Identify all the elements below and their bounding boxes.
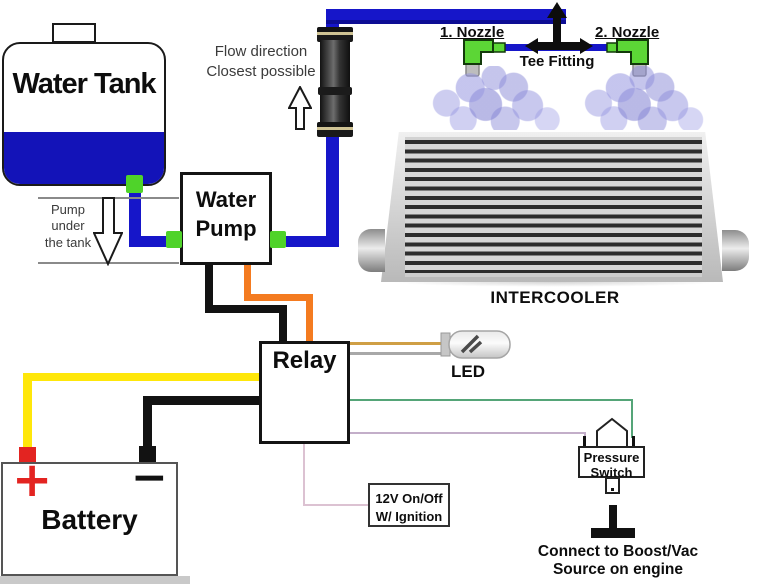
boost-note-line: Connect to Boost/Vac — [537, 543, 699, 560]
ignition-box: 12V On/Off W/ Ignition — [368, 483, 450, 527]
wire-segment — [303, 504, 369, 506]
relay-label: Relay — [272, 347, 337, 374]
wire-segment — [279, 305, 287, 343]
battery-shadow — [0, 576, 190, 584]
intercooler-core — [405, 137, 702, 277]
water-pump-box: Water Pump — [180, 172, 272, 265]
wire-segment — [205, 305, 287, 313]
spray-mist-left — [424, 66, 564, 130]
led-lead-gray — [350, 352, 442, 355]
water-pump-label-line: Pump — [195, 215, 257, 241]
wire-segment — [631, 399, 633, 438]
tee-fitting-label: Tee Fitting — [519, 53, 595, 70]
switch-roof — [596, 417, 628, 448]
water-tank: Water Tank — [2, 42, 166, 186]
valve-ring — [318, 87, 352, 95]
boost-tee-icon — [609, 505, 617, 532]
intercooler-pipe-right — [722, 230, 749, 271]
tee-fitting-icon — [525, 2, 593, 54]
boost-tee-icon-bar — [591, 528, 635, 538]
flow-note-line: Flow direction — [214, 43, 308, 60]
top-pipe — [326, 9, 566, 24]
led-lead-orange — [350, 342, 442, 345]
intercooler-label: INTERCOOLER — [490, 288, 620, 307]
battery-box: Battery — [1, 462, 178, 576]
nozzle2-label: 2. Nozzle — [595, 24, 660, 41]
tube-tank-to-pump — [129, 236, 173, 247]
boost-note: Connect to Boost/Vac Source on engine — [518, 543, 718, 580]
battery-minus-symbol: − — [131, 452, 168, 503]
pump-note-line: Pump — [51, 202, 85, 217]
wire-segment — [303, 444, 305, 506]
pump-note-line: the tank — [44, 234, 92, 250]
wire-segment — [350, 432, 586, 434]
valve-body — [320, 40, 350, 124]
battery-label: Battery — [41, 504, 138, 535]
battery-plus-symbol: + — [12, 452, 53, 508]
valve-bottom-collet — [317, 122, 353, 137]
intercooler-shadow — [390, 277, 720, 287]
switch-terminal-left — [583, 436, 586, 447]
flow-note-line: Closest possible — [206, 62, 316, 80]
spray-mist-right — [578, 66, 706, 130]
tank-outlet-connector — [126, 175, 143, 193]
pressure-switch-label-line: Switch — [590, 464, 633, 480]
flow-note: Flow direction Closest possible — [200, 42, 322, 82]
tube-riser — [326, 134, 339, 247]
led-label: LED — [451, 362, 485, 381]
pump-inlet-connector — [166, 231, 182, 248]
up-arrow-icon — [288, 86, 312, 130]
boost-note-line: Source on engine — [552, 561, 684, 579]
switch-terminal-right — [632, 436, 635, 447]
pump-note-line: under — [51, 218, 85, 234]
nozzle1-label: 1. Nozzle — [440, 24, 505, 41]
tube-tank-down — [129, 192, 141, 243]
led-image — [440, 330, 511, 359]
switch-nipple-dot — [611, 488, 614, 491]
pump-note: Pump under the tank — [30, 202, 106, 251]
relay-box: Relay — [259, 341, 350, 444]
wire-segment — [306, 294, 313, 343]
pressure-switch-box: Pressure Switch — [578, 446, 645, 480]
ignition-label-line: 12V On/Off — [375, 491, 443, 506]
ignition-label-line: W/ Ignition — [375, 508, 443, 524]
intercooler-pipe-left — [358, 229, 385, 272]
pressure-switch-label-line: Pressure — [583, 450, 640, 465]
check-valve — [317, 27, 353, 137]
water-pump-label-line: Water — [195, 187, 257, 212]
wire-segment — [205, 264, 213, 313]
wire-segment — [350, 399, 633, 401]
down-arrow-icon — [93, 197, 123, 266]
switch-nipple — [605, 477, 620, 494]
battery-negative-terminal — [139, 446, 156, 463]
wire-segment — [143, 396, 152, 448]
wire-segment — [143, 396, 260, 405]
pump-outlet-connector — [270, 231, 286, 248]
water-tank-cap — [52, 23, 96, 43]
valve-top-collet — [317, 27, 353, 42]
water-pump-label: Water Pump — [183, 186, 269, 243]
wire-segment — [23, 373, 260, 381]
wire-segment — [23, 373, 32, 449]
tube-pump-out — [286, 236, 339, 247]
wire-segment — [244, 264, 251, 301]
battery-positive-terminal — [19, 447, 36, 463]
wire-segment — [244, 294, 313, 301]
water-tank-label: Water Tank — [12, 68, 156, 100]
